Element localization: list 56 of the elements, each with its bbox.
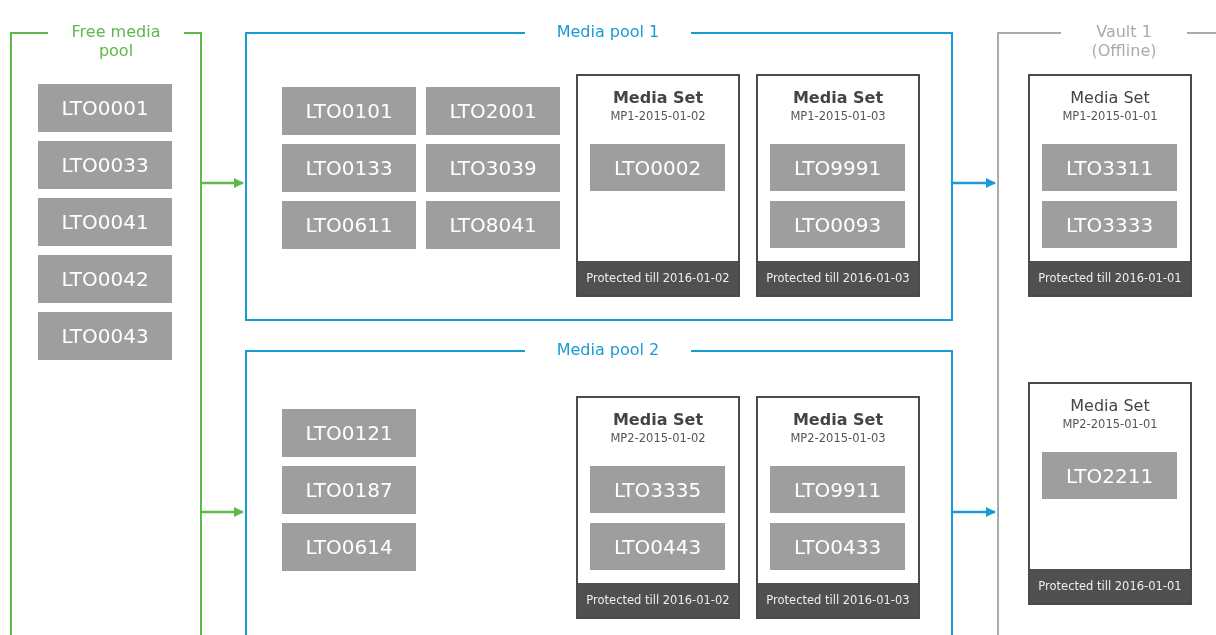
arrow	[953, 178, 996, 188]
media-set-card	[756, 74, 920, 297]
tape-cartridge: LTO0443	[590, 523, 725, 570]
media-set-title: Media Set	[791, 88, 885, 107]
protection-date-footer: Protected till 2016-01-01	[1030, 261, 1190, 295]
tape-cartridge: LTO2211	[1042, 452, 1177, 499]
tape-cartridge: LTO0133	[282, 144, 416, 192]
tape-cartridge: LTO9991	[770, 144, 905, 191]
media-set-card	[756, 396, 920, 619]
media-set-card	[1028, 74, 1192, 297]
tape-cartridge: LTO0121	[282, 409, 416, 457]
media-set-title: Media Set	[1069, 396, 1151, 415]
group-title: Media pool 1	[525, 22, 691, 41]
tape-cartridge: LTO0041	[38, 198, 172, 246]
tape-cartridge: LTO0433	[770, 523, 905, 570]
media-set-title: Media Set	[1069, 88, 1151, 107]
media-set-title: Media Set	[791, 410, 885, 429]
tape-cartridge: LTO3311	[1042, 144, 1177, 191]
protection-date-footer: Protected till 2016-01-01	[1030, 569, 1190, 603]
group-title: Vault 1 (Offline)	[1061, 22, 1187, 60]
tape-cartridge: LTO0042	[38, 255, 172, 303]
protection-date-footer: Protected till 2016-01-03	[758, 583, 918, 617]
protection-date-footer: Protected till 2016-01-03	[758, 261, 918, 295]
tape-cartridge: LTO0614	[282, 523, 416, 571]
media-set-id: MP2-2015-01-02	[609, 431, 707, 445]
group-title: Free media pool	[48, 22, 184, 60]
tape-cartridge: LTO0002	[590, 144, 725, 191]
media-set-id: MP1-2015-01-03	[789, 109, 887, 123]
group-title: Media pool 2	[525, 340, 691, 359]
media-set-id: MP2-2015-01-01	[1061, 417, 1159, 431]
media-set-id: MP1-2015-01-02	[609, 109, 707, 123]
tape-cartridge: LTO3333	[1042, 201, 1177, 248]
tape-cartridge: LTO0101	[282, 87, 416, 135]
tape-cartridge: LTO0187	[282, 466, 416, 514]
arrow	[202, 507, 244, 517]
protection-date-footer: Protected till 2016-01-02	[578, 583, 738, 617]
media-set-id: MP2-2015-01-03	[789, 431, 887, 445]
tape-cartridge: LTO2001	[426, 87, 560, 135]
tape-cartridge: LTO0043	[38, 312, 172, 360]
media-set-card	[576, 74, 740, 297]
tape-cartridge: LTO3335	[590, 466, 725, 513]
protection-date-footer: Protected till 2016-01-02	[578, 261, 738, 295]
tape-cartridge: LTO3039	[426, 144, 560, 192]
media-set-card	[1028, 382, 1192, 605]
media-set-id: MP1-2015-01-01	[1061, 109, 1159, 123]
tape-cartridge: LTO0001	[38, 84, 172, 132]
arrow	[202, 178, 244, 188]
tape-cartridge: LTO0611	[282, 201, 416, 249]
tape-cartridge: LTO0033	[38, 141, 172, 189]
media-set-title: Media Set	[611, 88, 705, 107]
media-set-card	[576, 396, 740, 619]
arrow	[953, 507, 996, 517]
media-set-title: Media Set	[611, 410, 705, 429]
tape-cartridge: LTO0093	[770, 201, 905, 248]
tape-cartridge: LTO8041	[426, 201, 560, 249]
tape-cartridge: LTO9911	[770, 466, 905, 513]
